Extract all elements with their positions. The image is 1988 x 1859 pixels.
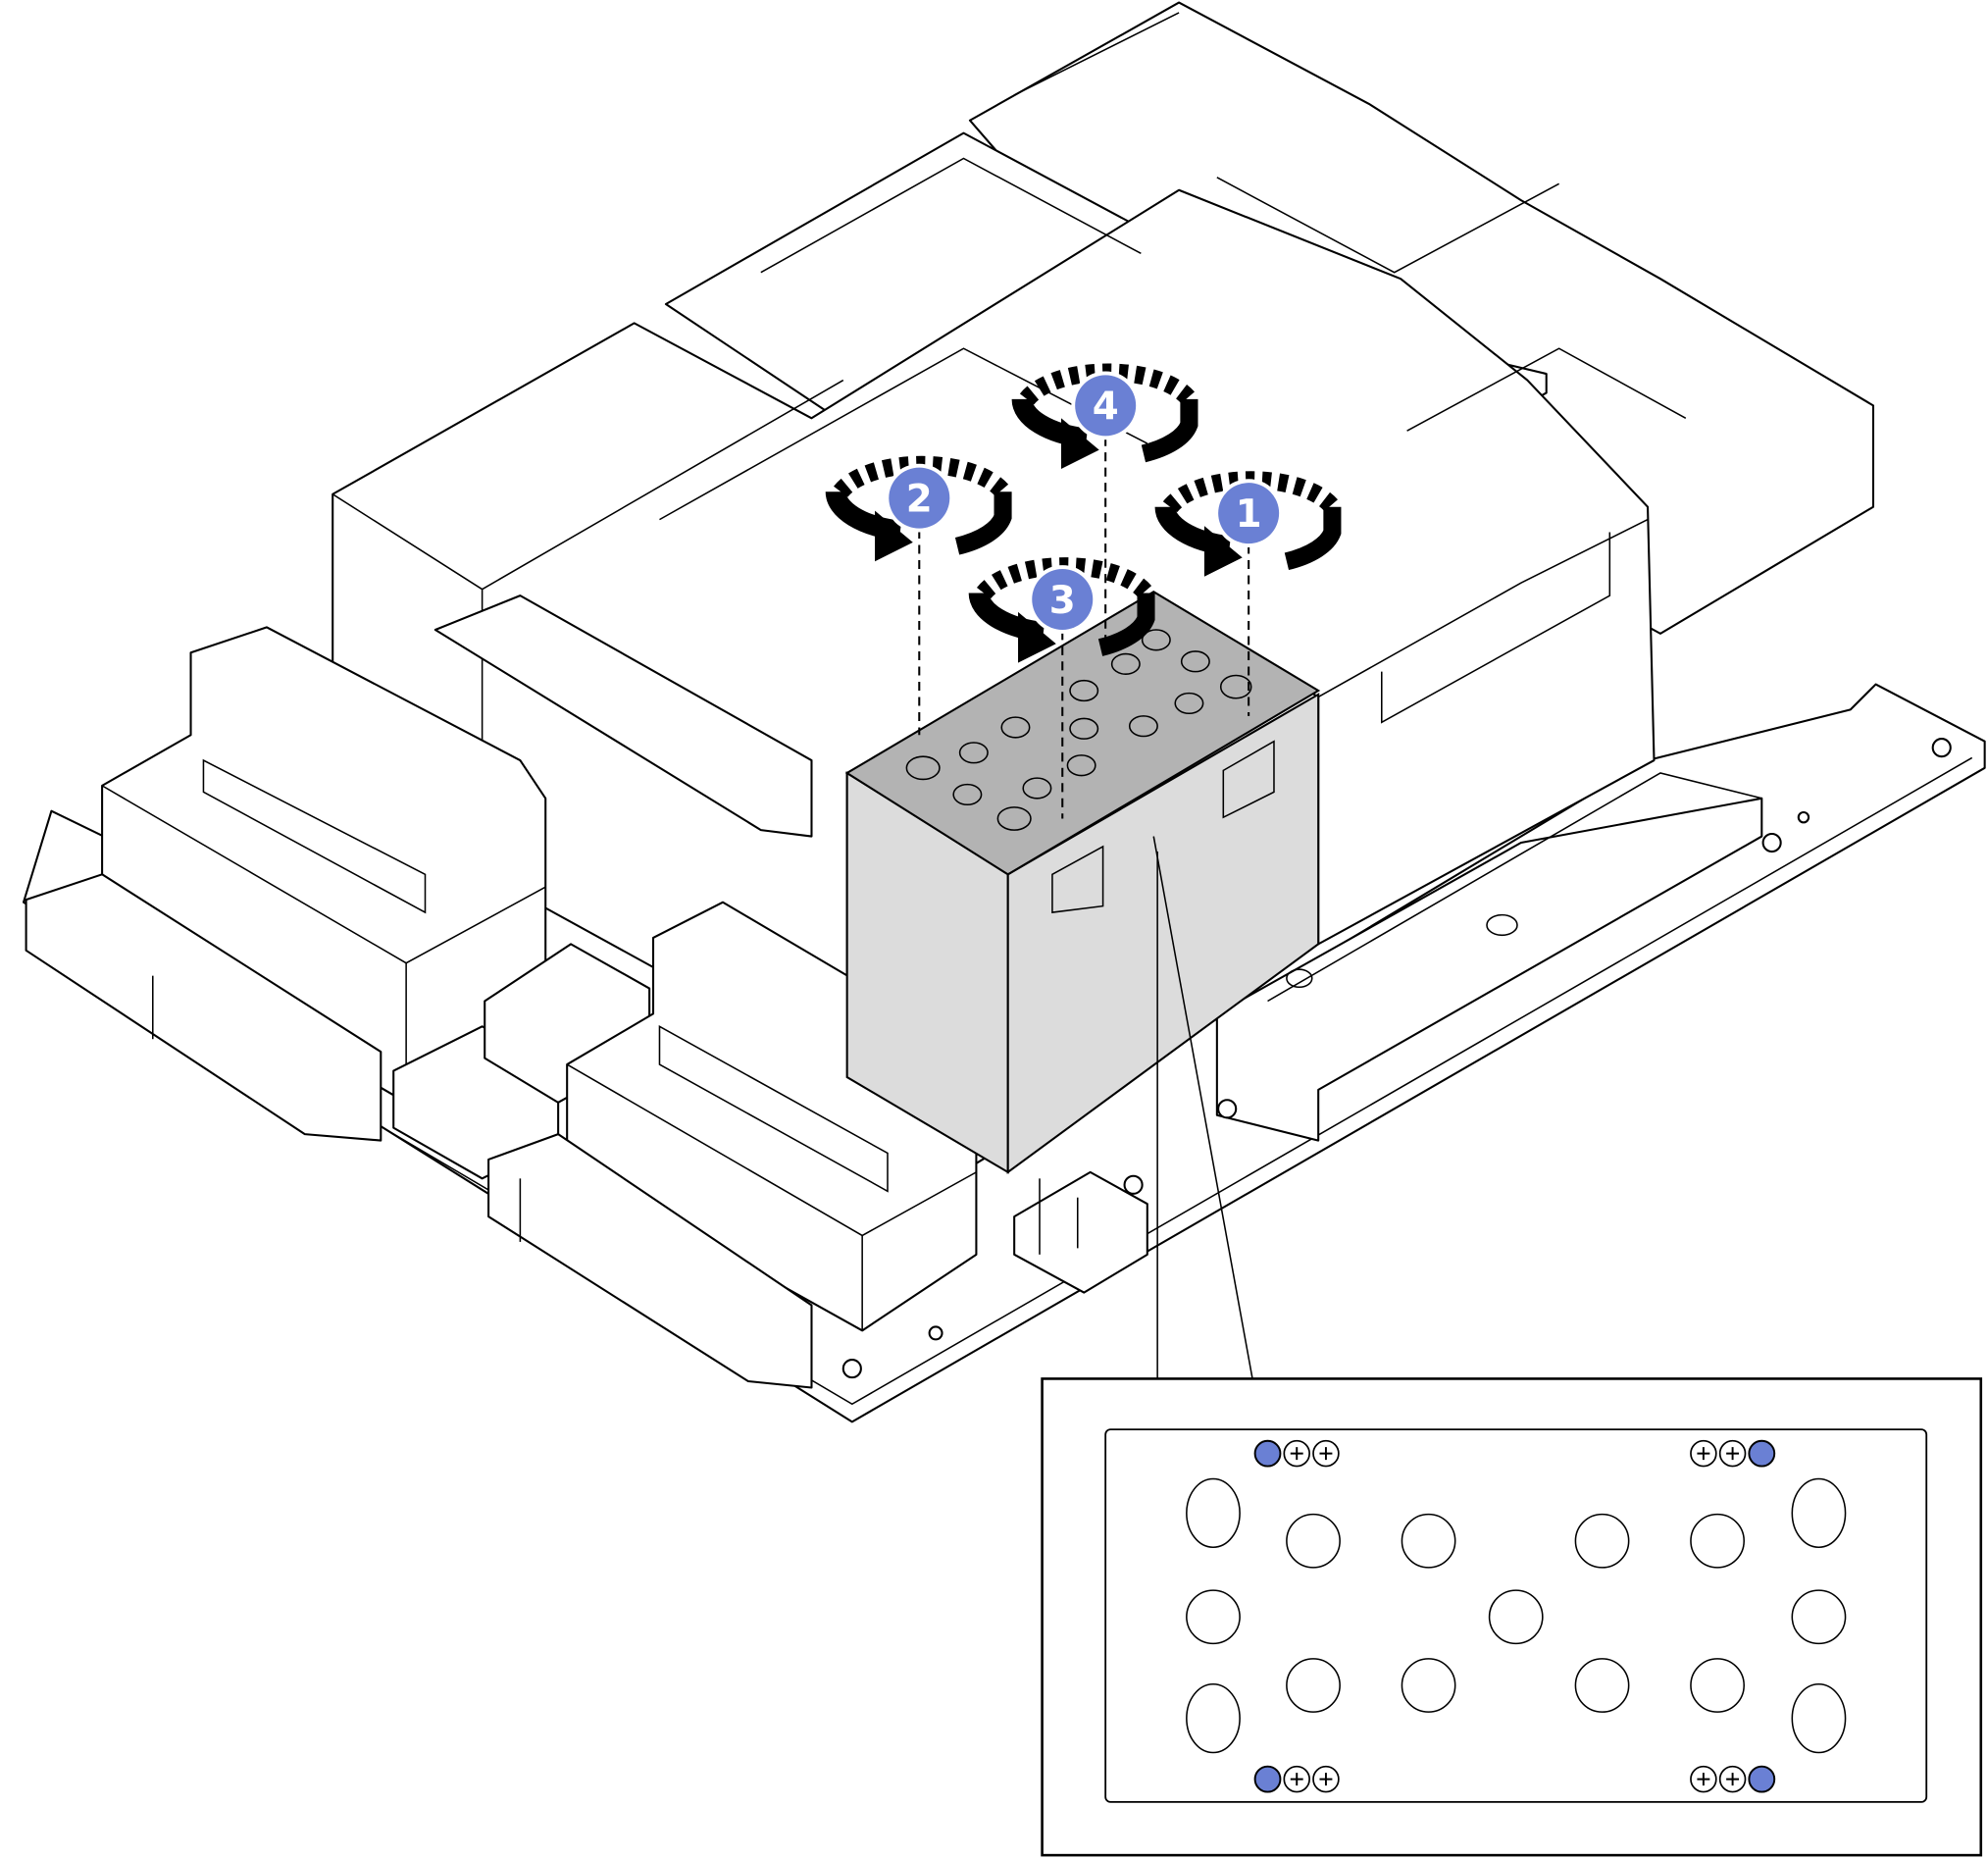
callout-badge xyxy=(1218,483,1280,544)
callout-1: 1 xyxy=(1154,471,1342,577)
screw-marker-icon xyxy=(1748,1439,1776,1468)
screw-guide-lines xyxy=(918,437,1250,819)
screw-marker-icon xyxy=(1748,1765,1776,1793)
callout-badge xyxy=(1032,568,1094,631)
clockwise-rotation-arrow-icon xyxy=(825,455,1012,562)
inset-heatsink-top xyxy=(1104,1428,1928,1803)
callout-3: 3 xyxy=(968,557,1155,663)
inset-screws xyxy=(1253,1439,1776,1793)
callout-badge xyxy=(889,467,950,529)
left-io-modules xyxy=(25,626,651,1180)
inset-holes xyxy=(1186,1477,1847,1754)
callout-number: 3 xyxy=(1049,579,1076,623)
callout-badge xyxy=(1075,375,1137,437)
callout-group: 1 2 3 4 xyxy=(825,363,1342,663)
detail-inset xyxy=(1041,1377,1983,1857)
screw-position xyxy=(1253,1439,1340,1468)
callout-number: 4 xyxy=(1093,385,1119,429)
heatsink-top-plate xyxy=(844,591,1321,876)
screw-position xyxy=(1690,1765,1776,1793)
callout-number: 2 xyxy=(906,477,933,521)
air-baffle xyxy=(433,594,1763,1142)
board-screws xyxy=(841,738,1952,1379)
detail-leader xyxy=(1152,836,1253,1379)
screw-marker-icon xyxy=(1253,1439,1282,1468)
heatsink-top-holes xyxy=(905,629,1252,831)
screw-marker-icon xyxy=(1253,1765,1282,1793)
callout-2: 2 xyxy=(825,455,1012,562)
highlighted-heatsink xyxy=(844,591,1321,1174)
screw-position xyxy=(1253,1765,1340,1793)
screw-position xyxy=(1690,1439,1776,1468)
callout-4: 4 xyxy=(1011,363,1198,469)
callout-number: 1 xyxy=(1236,492,1262,537)
rear-heatsink-modules xyxy=(331,1,1875,1079)
